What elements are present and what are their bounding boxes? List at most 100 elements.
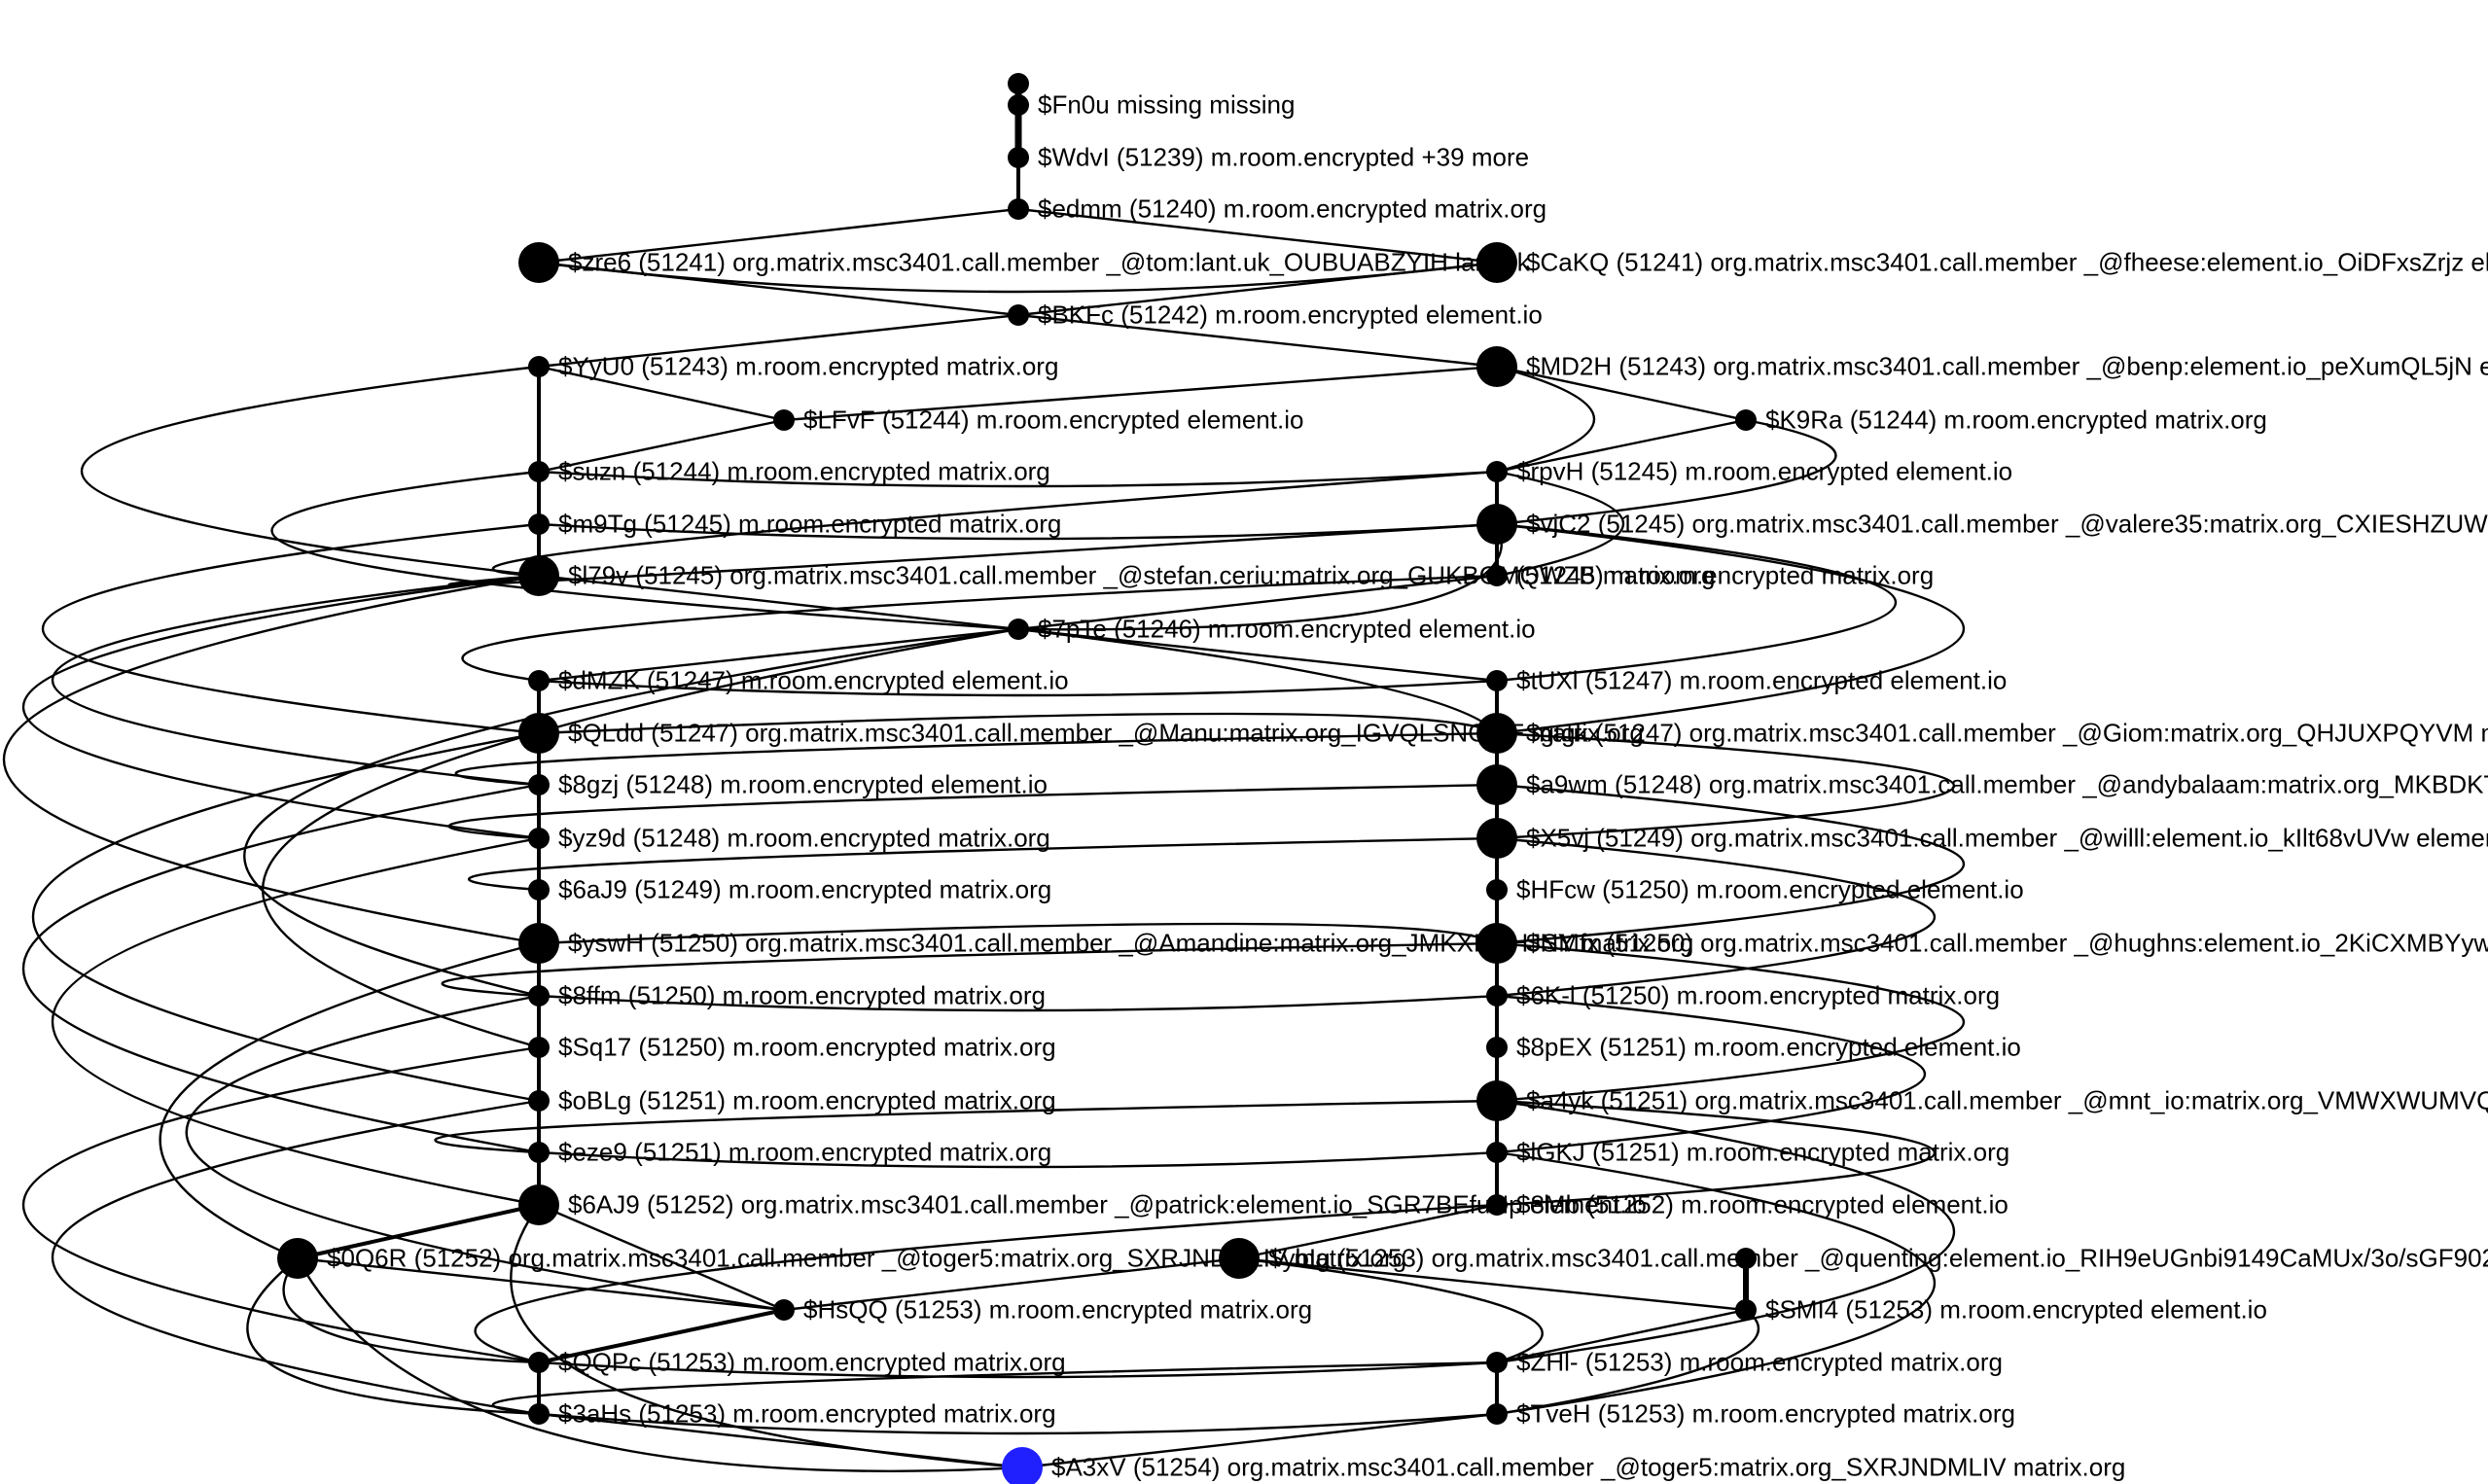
edge-line (537, 1412, 1499, 1435)
event-node-a4yk[interactable] (1476, 1080, 1517, 1121)
edge-line (1016, 207, 1499, 265)
event-label-l79v: $l79v (51245) org.matrix.msc3401.call.me… (568, 561, 1715, 590)
edge-line (537, 261, 1499, 294)
edge-line (537, 574, 1020, 631)
event-node-QQPc[interactable] (528, 1352, 550, 1373)
event-node-unk-51245[interactable] (1486, 565, 1508, 586)
edge-line (782, 365, 1499, 422)
edge-line (537, 470, 1499, 488)
event-label-gtgk: $gtgk (51247) org.matrix.msc3401.call.me… (1526, 719, 2488, 748)
event-node-oBLg[interactable] (528, 1090, 550, 1112)
event-label-6aJ9: $6aJ9 (51249) m.room.encrypted matrix.or… (558, 875, 1051, 904)
edge-layer (3, 80, 1965, 1472)
event-label-ZHl-: $ZHl- (51253) m.room.encrypted matrix.or… (1516, 1348, 2003, 1377)
event-node-TveH[interactable] (1486, 1403, 1508, 1425)
event-node-6AJ9[interactable] (518, 1184, 559, 1225)
event-label-QQPc: $QQPc (51253) m.room.encrypted matrix.or… (558, 1348, 1066, 1377)
event-node-yz9d[interactable] (528, 828, 550, 849)
edge-line (296, 1256, 786, 1312)
edge-line (3, 574, 541, 945)
event-node-A3xV[interactable] (1002, 1447, 1043, 1484)
event-label-yz9d: $yz9d (51248) m.room.encrypted matrix.or… (558, 824, 1050, 853)
event-node-ZHl-[interactable] (1486, 1352, 1508, 1373)
event-node-LFvF[interactable] (773, 409, 795, 431)
event-node-eze9[interactable] (528, 1142, 550, 1163)
event-node-SMI4[interactable] (1735, 1299, 1757, 1321)
edge-line (537, 207, 1020, 265)
event-node-zre6[interactable] (518, 242, 559, 283)
event-node-lGKJ[interactable] (1486, 1142, 1508, 1163)
event-node-8Mb[interactable] (1486, 1194, 1508, 1216)
event-node-8pEX[interactable] (1486, 1037, 1508, 1058)
edge-line (1016, 627, 1499, 683)
event-label-TveH: $TveH (51253) m.room.encrypted matrix.or… (1516, 1399, 2015, 1429)
edge-line (159, 941, 541, 1260)
event-node-vjC2[interactable] (1476, 504, 1517, 545)
event-node-l79v[interactable] (518, 555, 559, 596)
edge-line (1237, 1256, 1748, 1312)
event-node-0Q6R[interactable] (277, 1238, 318, 1279)
edge-line (21, 1045, 541, 1364)
event-node-ybIg[interactable] (1219, 1238, 1260, 1279)
event-node-6aJ9[interactable] (528, 879, 550, 901)
event-label-suzn: $suzn (51244) m.room.encrypted matrix.or… (558, 457, 1050, 486)
event-node-Sq17[interactable] (528, 1037, 550, 1058)
event-node-rpvH[interactable] (1486, 461, 1508, 482)
event-node-CaKQ[interactable] (1476, 242, 1517, 283)
event-node-3aHs[interactable] (528, 1403, 550, 1425)
event-node-Fn0u[interactable] (1008, 94, 1029, 116)
event-node-NMfx[interactable] (1476, 923, 1517, 964)
event-node-tUXl[interactable] (1486, 670, 1508, 691)
event-node-K9Ra[interactable] (1735, 409, 1757, 431)
event-node-yswH[interactable] (518, 923, 559, 964)
edge-line (81, 365, 541, 578)
edge-line (1495, 836, 1937, 998)
event-label-edmm: $edmm (51240) m.room.encrypted matrix.or… (1038, 194, 1546, 224)
edge-line (1495, 1099, 1955, 1364)
event-node-HsQQ[interactable] (773, 1299, 795, 1321)
edge-line (537, 365, 786, 422)
event-label-X5vj: $X5vj (51249) org.matrix.msc3401.call.me… (1526, 824, 2488, 853)
edge-line (22, 574, 541, 840)
edge-line (1495, 470, 1625, 578)
event-label-MD2H: $MD2H (51243) org.matrix.msc3401.call.me… (1526, 352, 2488, 381)
edge-line (1495, 941, 1965, 1103)
edge-line (441, 941, 1499, 998)
edge-line (1016, 313, 1499, 369)
event-node-7pTe[interactable] (1008, 618, 1029, 640)
event-label-ybIg: $ybIg (51253) org.matrix.msc3401.call.me… (1268, 1244, 2488, 1273)
edge-line (1016, 522, 1503, 631)
event-node-dMZK[interactable] (528, 670, 550, 691)
event-node-WdvI[interactable] (1008, 147, 1029, 168)
event-label-A3xV: $A3xV (51254) org.matrix.msc3401.call.me… (1051, 1453, 2125, 1482)
edge-line (282, 1256, 541, 1364)
event-node-X5vj[interactable] (1476, 818, 1517, 859)
event-node-MD2H[interactable] (1476, 346, 1517, 387)
event-node-YyU0[interactable] (528, 356, 550, 377)
event-label-K9Ra: $K9Ra (51244) m.room.encrypted matrix.or… (1765, 406, 2267, 435)
event-label-vjC2: $vjC2 (51245) org.matrix.msc3401.call.me… (1526, 510, 2488, 539)
event-node-edmm[interactable] (1008, 198, 1029, 220)
event-node-m9Tg[interactable] (528, 513, 550, 535)
event-node-8ffm[interactable] (528, 985, 550, 1007)
event-node-a9wm[interactable] (1476, 764, 1517, 805)
edge-line (270, 470, 1020, 631)
event-label-a4yk: $a4yk (51251) org.matrix.msc3401.call.me… (1526, 1086, 2488, 1115)
event-node-BKFc[interactable] (1008, 304, 1029, 326)
edge-line (1495, 365, 1596, 474)
edge-line (1495, 1308, 1759, 1416)
edge-line (185, 994, 786, 1312)
event-label-zre6: $zre6 (51241) org.matrix.msc3401.call.me… (568, 248, 1531, 277)
edge-line (31, 731, 541, 1103)
event-label-6AJ9: $6AJ9 (51252) org.matrix.msc3401.call.me… (568, 1190, 1647, 1219)
event-node-6K-l[interactable] (1486, 985, 1508, 1007)
event-node-HFcw[interactable] (1486, 879, 1508, 901)
event-node-QLdd[interactable] (518, 713, 559, 754)
event-node-suzn[interactable] (528, 461, 550, 482)
edge-line (474, 1203, 1499, 1364)
edge-line (1237, 1203, 1499, 1260)
event-node-8gzj[interactable] (528, 774, 550, 795)
event-node-gtgk[interactable] (1476, 713, 1517, 754)
edge-line (1016, 627, 1499, 735)
